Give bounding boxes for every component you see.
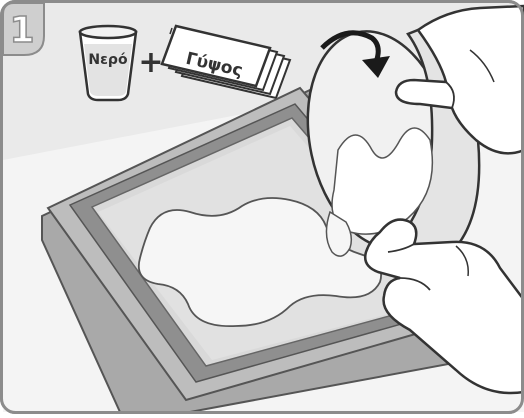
plus-sign: + [138, 45, 163, 80]
step-badge: 1 [2, 2, 45, 56]
step-number: 1 [9, 10, 34, 51]
right-hand [394, 4, 524, 155]
water-label: Νερό [88, 52, 128, 68]
left-hand [364, 218, 524, 395]
pour-arrow [320, 30, 381, 63]
water-glass: Νερό [78, 24, 138, 102]
pour-arrow-head [362, 56, 390, 78]
plaster-puddle [137, 197, 382, 327]
plaster-packets: Γύψος [160, 24, 292, 100]
